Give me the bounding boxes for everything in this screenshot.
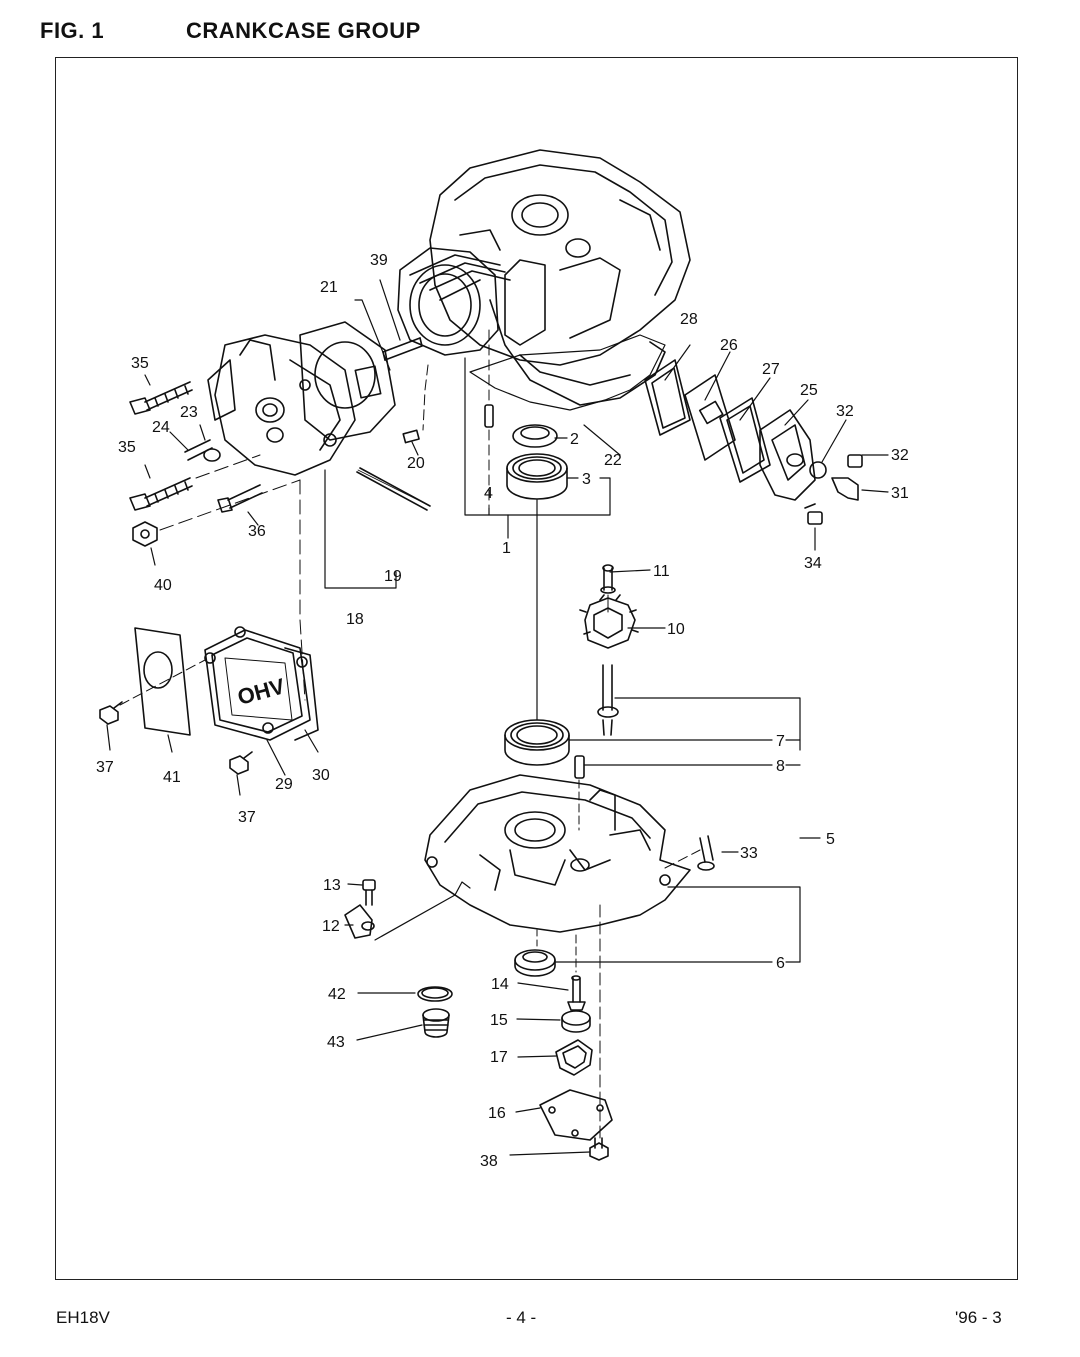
crankcase-gasket [469, 334, 666, 411]
head-gasket [299, 321, 396, 441]
callout-41: 41 [163, 769, 181, 786]
breather-cover [759, 409, 816, 501]
callout-labels: 1 2 3 4 5 6 7 8 10 11 12 13 14 15 16 17 … [96, 252, 909, 1170]
knock-pin [484, 404, 494, 428]
head-bolt-upper [129, 381, 193, 415]
callout-25: 25 [800, 382, 818, 399]
stopper-bolt [362, 879, 376, 906]
callout-23: 23 [180, 404, 198, 421]
drain-plug [422, 1008, 450, 1038]
rocker-cover [204, 626, 311, 741]
cover-bolt-b [229, 751, 253, 775]
callout-7: 7 [776, 733, 785, 750]
callout-10: 10 [667, 621, 685, 638]
head-bolt-lower [129, 477, 193, 511]
callout-16: 16 [488, 1105, 506, 1122]
model-code: EH18V [56, 1308, 110, 1327]
callout-27: 27 [762, 361, 780, 378]
oil-filter-gasket [555, 1039, 593, 1076]
callout-22: 22 [604, 452, 622, 469]
cylinder-head [207, 334, 356, 476]
clamp [809, 461, 827, 479]
stopper-plate [344, 904, 375, 939]
push-rod [356, 467, 431, 511]
callout-33: 33 [740, 845, 758, 862]
callout-19: 19 [384, 568, 402, 585]
callout-24: 24 [152, 419, 170, 436]
callout-1: 1 [502, 540, 511, 557]
callout-5: 5 [826, 831, 835, 848]
governor-gear [579, 594, 639, 649]
oil-seal-lower [514, 949, 556, 977]
callout-15: 15 [490, 1012, 508, 1029]
callout-37a: 37 [96, 759, 114, 776]
oil-filter-pin [567, 975, 586, 1011]
callout-18: 18 [346, 611, 364, 628]
callout-35a: 35 [131, 355, 149, 372]
ball-bearing-upper [506, 453, 568, 500]
callout-17: 17 [490, 1049, 508, 1066]
cover-bolt-33 [697, 835, 715, 871]
breather-tube [831, 454, 863, 501]
callout-20: 20 [407, 455, 425, 472]
bolt-short [217, 484, 263, 513]
breather-gasket-2 [719, 397, 771, 483]
figure-title: CRANKCASE GROUP [186, 18, 421, 43]
callout-6: 6 [776, 955, 785, 972]
governor-pin [600, 564, 616, 594]
washer [184, 439, 221, 462]
callout-39: 39 [370, 252, 388, 269]
callout-28: 28 [680, 311, 698, 328]
rocker-cover-gasket-outer [134, 627, 191, 736]
breather-plate [684, 374, 736, 461]
stud-bolt [382, 337, 423, 361]
breather-gasket [644, 359, 691, 436]
callout-31: 31 [891, 485, 909, 502]
diagram-frame [55, 57, 1018, 1280]
crankcase-block [397, 149, 691, 406]
callout-26: 26 [720, 337, 738, 354]
callout-32a: 32 [836, 403, 854, 420]
callout-34: 34 [804, 555, 822, 572]
flange-nut [132, 521, 158, 547]
rocker-gasket [284, 647, 319, 741]
crankcase-cover [424, 774, 691, 933]
callout-13: 13 [323, 877, 341, 894]
figure-number: FIG. 1 [40, 18, 105, 43]
callout-30: 30 [312, 767, 330, 784]
callout-40: 40 [154, 577, 172, 594]
page-number: - 4 - [506, 1308, 537, 1327]
cover-lettering: OHV [235, 673, 288, 710]
callout-35b: 35 [118, 439, 136, 456]
o-ring [417, 986, 453, 1002]
callout-29: 29 [275, 776, 293, 793]
oil-filter-body [561, 1010, 591, 1033]
callout-38: 38 [480, 1153, 498, 1170]
dowel-pin [402, 429, 420, 444]
callout-37b: 37 [238, 809, 256, 826]
callout-4: 4 [484, 485, 493, 502]
callout-3: 3 [582, 471, 591, 488]
callout-43: 43 [327, 1034, 345, 1051]
callout-14: 14 [491, 976, 509, 993]
governor-shaft [597, 664, 619, 736]
callout-8: 8 [776, 758, 785, 775]
callout-12: 12 [322, 918, 340, 935]
leader-lines [106, 279, 889, 1156]
ball-bearing-lower [504, 719, 570, 766]
oil-filter-cover [539, 1089, 613, 1141]
locating-pin [574, 755, 585, 779]
callout-32b: 32 [891, 447, 909, 464]
revision-date: '96 - 3 [955, 1308, 1002, 1327]
filter-cover-bolt [589, 1137, 609, 1161]
callout-2: 2 [570, 431, 579, 448]
oil-seal-upper [512, 424, 558, 448]
cover-bolt-a [99, 701, 123, 725]
cover-bolt [804, 503, 823, 525]
callout-36: 36 [248, 523, 266, 540]
callout-21: 21 [320, 279, 338, 296]
callout-42: 42 [328, 986, 346, 1003]
callout-11: 11 [653, 563, 670, 580]
